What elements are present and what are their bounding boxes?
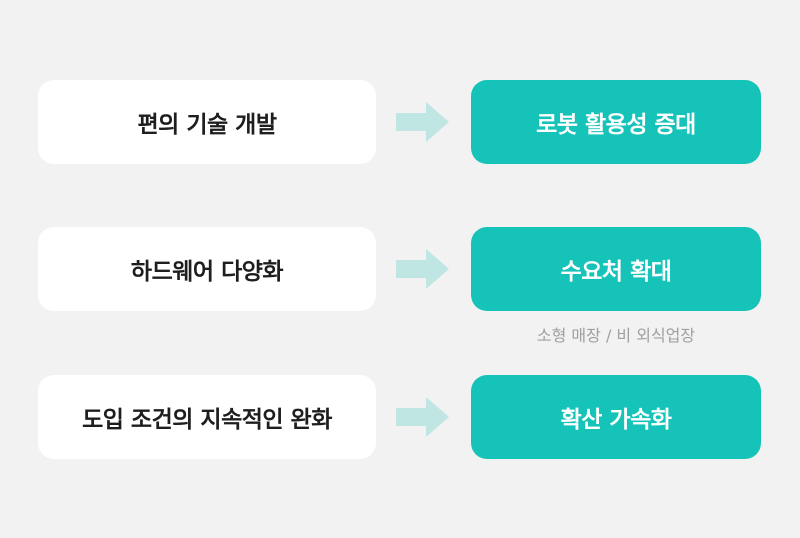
right-arrow-icon: [396, 102, 449, 142]
effect-label-1: 로봇 활용성 증대: [536, 112, 696, 138]
effect-box-1: 로봇 활용성 증대: [471, 80, 761, 164]
right-arrow-icon: [396, 249, 449, 289]
cause-box-1: 편의 기술 개발: [38, 80, 376, 164]
effect-label-2: 수요처 확대: [560, 259, 672, 285]
effect-note-2: 소형 매장 / 비 외식업장: [536, 326, 696, 345]
cause-box-3: 도입 조건의 지속적인 완화: [38, 375, 376, 459]
effect-box-3: 확산 가속화: [471, 375, 761, 459]
cause-box-2: 하드웨어 다양화: [38, 227, 376, 311]
cause-label-3: 도입 조건의 지속적인 완화: [82, 407, 332, 433]
cause-label-2: 하드웨어 다양화: [130, 259, 284, 285]
effect-label-3: 확산 가속화: [560, 407, 672, 433]
cause-label-1: 편의 기술 개발: [137, 112, 277, 138]
effect-box-2: 수요처 확대: [471, 227, 761, 311]
right-arrow-icon: [396, 397, 449, 437]
